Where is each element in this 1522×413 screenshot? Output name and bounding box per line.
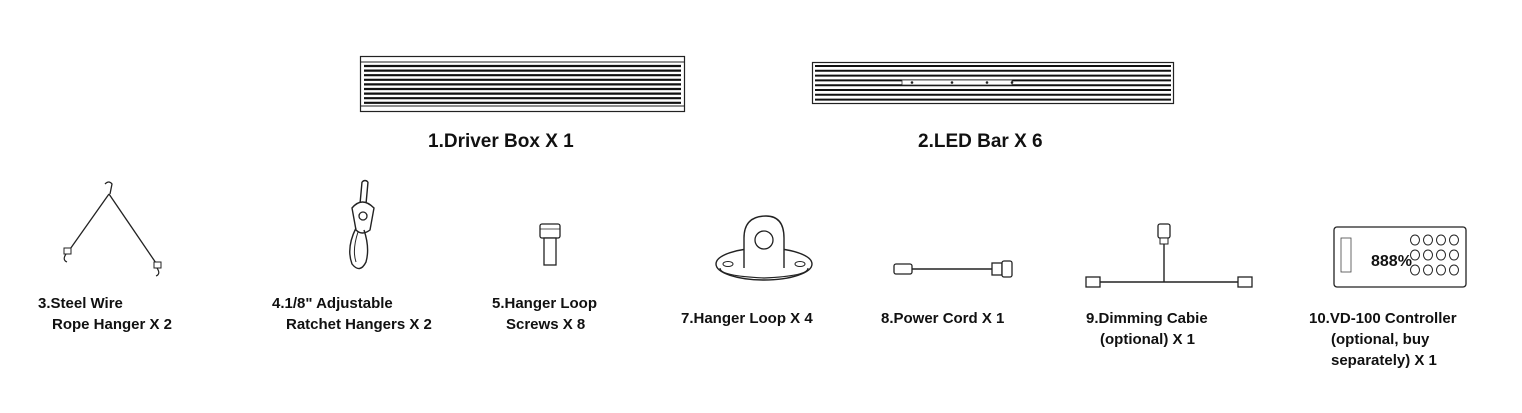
dimming-cable-drawing bbox=[1085, 223, 1253, 288]
controller-button bbox=[1423, 249, 1433, 261]
controller-button bbox=[1423, 264, 1433, 276]
hanger-loop-drawing bbox=[715, 215, 813, 281]
controller-button bbox=[1449, 264, 1459, 276]
screws-label-line2: Screws X 8 bbox=[506, 316, 586, 333]
controller-display: 888% bbox=[1371, 253, 1412, 270]
steel-wire-label-line2: Rope Hanger X 2 bbox=[52, 316, 173, 333]
dimming-cable-label: 9.Dimming Cabie (optional) X 1 bbox=[1086, 308, 1208, 350]
steel-wire-label-line1: 3.Steel Wire bbox=[38, 295, 123, 312]
controller-label-line2: (optional, buy bbox=[1331, 331, 1430, 348]
driver-box-label: 1.Driver Box X 1 bbox=[428, 131, 574, 152]
controller-button bbox=[1423, 234, 1433, 246]
vd100-controller-drawing: 888% bbox=[1333, 226, 1467, 288]
ratchet-hanger-drawing bbox=[349, 179, 375, 270]
controller-button bbox=[1449, 234, 1459, 246]
hanger-loop-screw-drawing bbox=[539, 223, 561, 266]
controller-button bbox=[1436, 264, 1446, 276]
driver-box-drawing bbox=[359, 55, 686, 113]
screws-label: 5.Hanger Loop Screws X 8 bbox=[492, 293, 597, 335]
controller-button bbox=[1436, 249, 1446, 261]
steel-wire-hanger-drawing bbox=[63, 181, 162, 277]
controller-button bbox=[1449, 249, 1459, 261]
ratchet-label-line1: 4.1/8" Adjustable bbox=[272, 295, 393, 312]
controller-label-line3: separately) X 1 bbox=[1331, 352, 1437, 369]
hanger-loop-label: 7.Hanger Loop X 4 bbox=[681, 310, 813, 327]
ratchet-label-line2: Ratchet Hangers X 2 bbox=[286, 316, 432, 333]
controller-label-line1: 10.VD-100 Controller bbox=[1309, 310, 1457, 327]
screws-label-line1: 5.Hanger Loop bbox=[492, 295, 598, 312]
controller-button bbox=[1410, 249, 1420, 261]
controller-button bbox=[1410, 264, 1420, 276]
led-bar-label: 2.LED Bar X 6 bbox=[918, 131, 1043, 152]
dimming-label-line1: 9.Dimming Cabie bbox=[1086, 310, 1208, 327]
power-cord-drawing bbox=[893, 260, 1013, 278]
controller-button bbox=[1436, 234, 1446, 246]
controller-button bbox=[1410, 234, 1420, 246]
ratchet-label: 4.1/8" Adjustable Ratchet Hangers X 2 bbox=[272, 293, 432, 335]
led-bar-drawing bbox=[811, 61, 1175, 105]
steel-wire-label: 3.Steel Wire Rope Hanger X 2 bbox=[38, 293, 172, 335]
dimming-label-line2: (optional) X 1 bbox=[1100, 331, 1195, 348]
power-cord-label: 8.Power Cord X 1 bbox=[881, 310, 1005, 327]
controller-label: 10.VD-100 Controller (optional, buy sepa… bbox=[1309, 308, 1457, 371]
